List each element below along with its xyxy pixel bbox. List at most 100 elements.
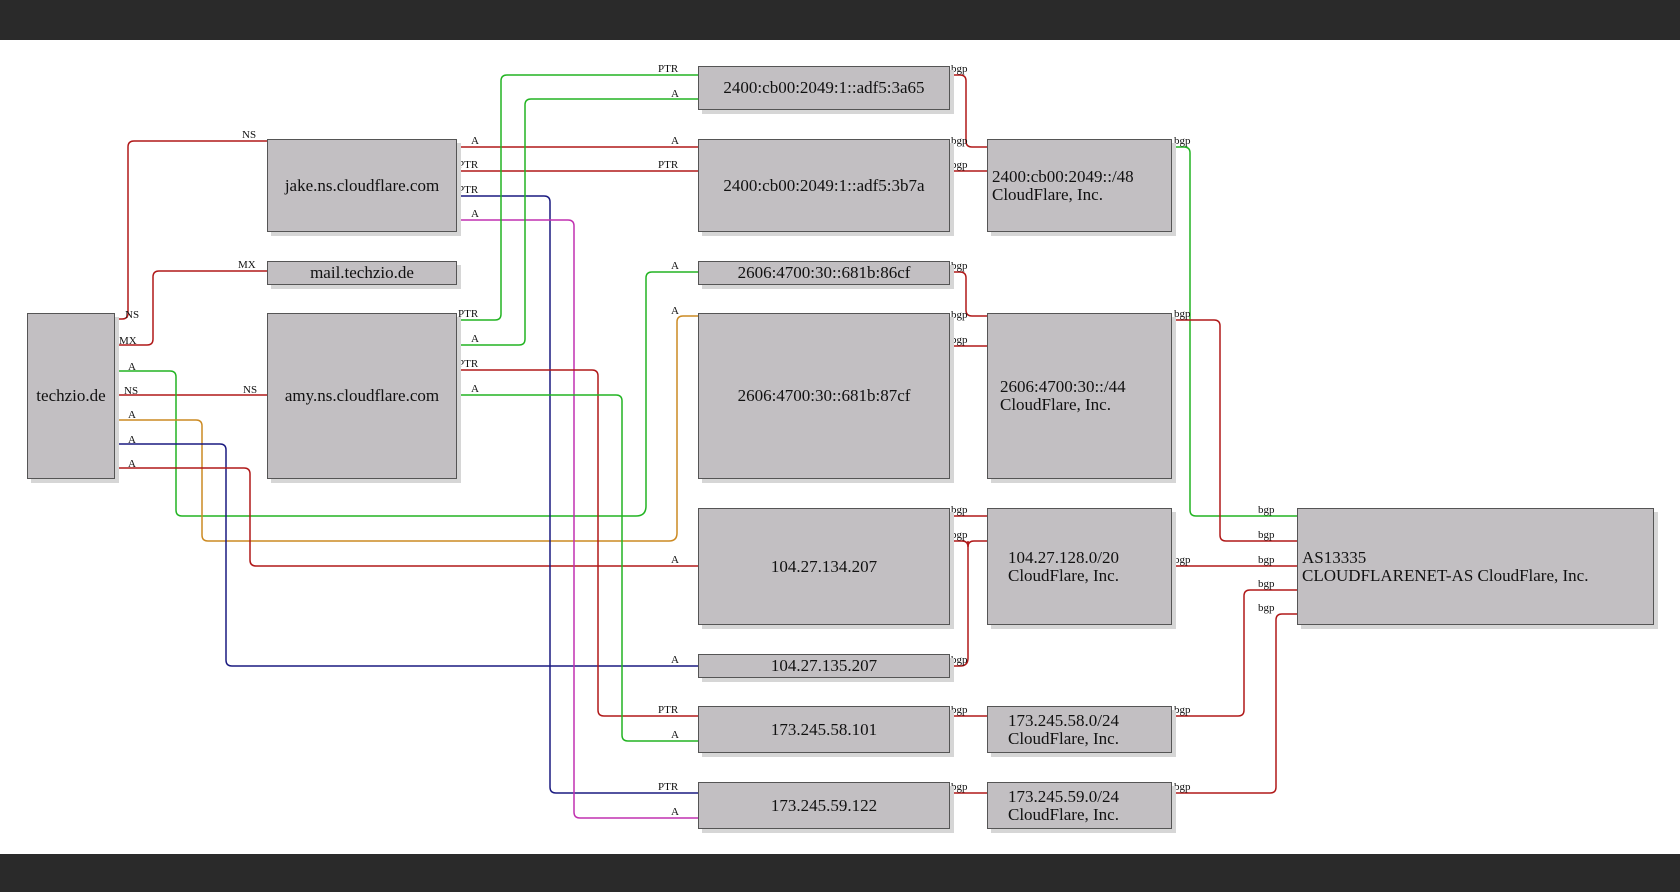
label-a-58: A (671, 729, 679, 741)
label-bgp-3a65: bgp (951, 63, 968, 75)
edge-bgp-net2606-asn (1172, 319, 1297, 542)
label-bgp-net58: bgp (1174, 704, 1191, 716)
label-mx-mail: MX (238, 259, 256, 271)
label-a-src-2: A (128, 409, 136, 421)
node-net-104-line1: 104.27.128.0/20 (1008, 547, 1119, 567)
label-a-src-4: A (128, 458, 136, 470)
label-ns-src-2: NS (124, 385, 138, 397)
label-a-87cf: A (671, 305, 679, 317)
label-bgp-net2400: bgp (1174, 135, 1191, 147)
edge-bgp-3a65-net2400 (950, 74, 987, 148)
label-a-jake-1: A (471, 135, 479, 147)
node-net-104-line2: CloudFlare, Inc. (1008, 565, 1119, 585)
edge-bgp-134b-net104 (950, 540, 969, 548)
label-ptr-59: PTR (658, 781, 679, 793)
label-ptr-amy-1: PTR (458, 308, 479, 320)
edge-amy-a-58 (457, 394, 698, 742)
node-net-2606-line1: 2606:4700:30::/44 (1000, 377, 1126, 396)
edges-layer: NS MX NS MX A NS NS A A A A PTR PTR A PT… (115, 63, 1297, 819)
label-bgp-87cf-1: bgp (951, 309, 968, 321)
node-net-59-line1: 173.245.59.0/24 (1008, 786, 1119, 806)
node-mail-label: mail.techzio.de (310, 263, 414, 282)
label-a-86cf: A (671, 260, 679, 272)
node-ip-3b7a[interactable]: 2400:cb00:2049:1::adf5:3b7a (698, 139, 950, 232)
label-bgp-asn-4: bgp (1258, 578, 1275, 590)
label-bgp-134-1: bgp (951, 504, 968, 516)
label-bgp-3b7a-1: bgp (951, 135, 968, 147)
node-asn-line1: AS13335 (1302, 547, 1367, 567)
edge-techzio-a-134 (115, 467, 698, 567)
edge-techzio-a-86cf (115, 271, 698, 517)
edge-bgp-135-net104 (950, 540, 987, 667)
label-bgp-asn-3: bgp (1258, 554, 1275, 566)
label-bgp-asn-2: bgp (1258, 529, 1275, 541)
label-a-jake-2: A (471, 208, 479, 220)
label-bgp-net2606: bgp (1174, 308, 1191, 320)
label-a-3a65: A (671, 88, 679, 100)
node-ip-59[interactable]: 173.245.59.122 (698, 782, 950, 829)
label-a-src-3: A (128, 434, 136, 446)
node-ip-134[interactable]: 104.27.134.207 (698, 508, 950, 625)
edge-jake-a-59 (457, 219, 698, 819)
edge-jake-ptr-59 (457, 195, 698, 794)
node-jake-label: jake.ns.cloudflare.com (284, 175, 440, 195)
node-ip-58-label: 173.245.58.101 (770, 719, 878, 739)
label-ns-jake: NS (242, 129, 256, 141)
label-ptr-jake-1: PTR (458, 159, 479, 171)
edge-techzio-ns-jake (115, 140, 267, 320)
node-asn-line2: CLOUDFLARENET-AS CloudFlare, Inc. (1302, 565, 1589, 585)
node-amy[interactable]: amy.ns.cloudflare.com (267, 313, 457, 479)
node-ip-87cf-label: 2606:4700:30::681b:87cf (737, 386, 911, 405)
label-bgp-net59: bgp (1174, 781, 1191, 793)
edge-amy-ptr-58 (457, 369, 698, 717)
node-ip-134-label: 104.27.134.207 (770, 556, 878, 576)
label-ns-src: NS (125, 309, 139, 321)
node-ip-135[interactable]: 104.27.135.207 (698, 654, 950, 678)
edge-techzio-a-87cf (115, 315, 698, 542)
node-net-2606-line2: CloudFlare, Inc. (1000, 395, 1111, 414)
edge-techzio-a-135 (115, 443, 698, 667)
label-bgp-3b7a-2: bgp (951, 159, 968, 171)
label-mx-src: MX (119, 335, 137, 347)
label-a-src-1: A (128, 361, 136, 373)
node-ip-86cf[interactable]: 2606:4700:30::681b:86cf (698, 261, 950, 285)
edge-bgp-86cf-net2606 (950, 271, 987, 317)
edge-bgp-net2400-asn (1172, 146, 1297, 517)
node-techzio[interactable]: techzio.de (27, 313, 115, 479)
node-techzio-label: techzio.de (36, 386, 106, 405)
node-net-59-line2: CloudFlare, Inc. (1008, 804, 1119, 824)
label-ptr-jake-2: PTR (458, 184, 479, 196)
node-ip-87cf[interactable]: 2606:4700:30::681b:87cf (698, 313, 950, 479)
edge-bgp-net58-asn (1172, 589, 1297, 717)
label-bgp-86cf: bgp (951, 260, 968, 272)
label-a-3b7a: A (671, 135, 679, 147)
label-ptr-3a65: PTR (658, 63, 679, 75)
label-ptr-3b7a: PTR (658, 159, 679, 171)
node-ip-3a65-label: 2400:cb00:2049:1::adf5:3a65 (723, 78, 925, 97)
label-bgp-58: bgp (951, 704, 968, 716)
label-a-135: A (671, 654, 679, 666)
label-ptr-amy-2: PTR (458, 358, 479, 370)
label-a-134: A (671, 554, 679, 566)
node-ip-135-label: 104.27.135.207 (770, 656, 878, 675)
node-ip-3a65[interactable]: 2400:cb00:2049:1::adf5:3a65 (698, 66, 950, 110)
node-mail[interactable]: mail.techzio.de (267, 261, 457, 285)
label-bgp-asn-5: bgp (1258, 602, 1275, 614)
label-bgp-87cf-2: bgp (951, 334, 968, 346)
edge-techzio-mx-mail (115, 270, 267, 346)
node-amy-label: amy.ns.cloudflare.com (284, 386, 440, 405)
label-bgp-135: bgp (951, 654, 968, 666)
edge-bgp-net59-asn (1172, 613, 1297, 794)
node-jake[interactable]: jake.ns.cloudflare.com (267, 139, 457, 232)
node-ip-3b7a-label: 2400:cb00:2049:1::adf5:3b7a (723, 175, 925, 195)
label-a-amy-2: A (471, 383, 479, 395)
diagram-canvas: NS MX NS MX A NS NS A A A A PTR PTR A PT… (0, 40, 1680, 854)
label-bgp-asn-1: bgp (1258, 504, 1275, 516)
node-ip-58[interactable]: 173.245.58.101 (698, 706, 950, 753)
